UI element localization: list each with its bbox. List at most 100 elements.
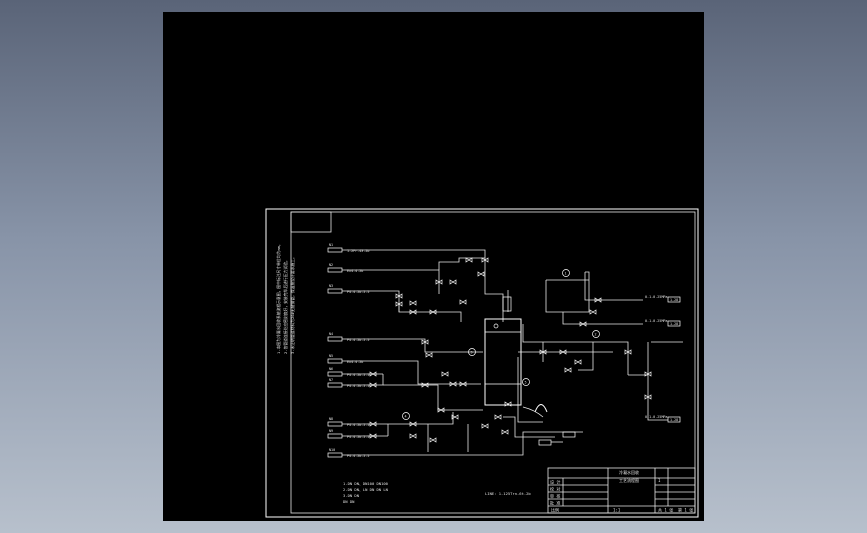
valve-icon (477, 271, 485, 277)
source-2: N2 Ex4-4.2b (327, 263, 363, 273)
valve-icon (481, 423, 489, 429)
valve-icon (421, 339, 429, 345)
valve-icon (409, 433, 417, 439)
tb-project: 冷凝水回收 (619, 469, 639, 475)
valve-icon (594, 297, 602, 303)
valve-icon (449, 279, 457, 285)
svg-text:5: 5 (525, 381, 527, 385)
svg-text:比例: 比例 (551, 507, 559, 513)
outlet-1: 1.28 0.1-0.25MPa (645, 295, 681, 303)
side-note-1: 1.本图为冷凝水回收系统流程示意图，图中标注尺寸单位均为mm。 (276, 242, 281, 354)
valve-icon (369, 382, 377, 388)
svg-text:4: 4 (405, 415, 407, 419)
equipment-tags: 1 2 3 4 5 (402, 269, 600, 420)
svg-text:N8: N8 (329, 417, 333, 421)
valve-icon (564, 367, 572, 373)
source-7: N7 P4-4.2b-2.5 (327, 378, 369, 388)
side-notes: 1.本图为冷凝水回收系统流程示意图，图中标注尺寸单位均为mm。 2.各管道连接处… (276, 242, 295, 354)
title-block: 冷凝水回收 工艺流程图 设 计 校 对 审 核 批 准 1 比例 1:1 共 1… (547, 467, 696, 514)
valve-icon (459, 299, 467, 305)
svg-text:Ex4-4.2b: Ex4-4.2b (347, 360, 363, 364)
valve-icon (395, 293, 403, 299)
corner-stamp-box (290, 211, 332, 233)
valve-icon (559, 349, 567, 355)
bottom-note-4: DN DN (343, 499, 355, 504)
valve-icon (451, 414, 459, 420)
valve-icon (624, 349, 632, 355)
valve-icon (441, 371, 449, 377)
valve-icon (644, 371, 652, 377)
center-note: LINE: 1-125Trn-6t-2b (485, 491, 531, 496)
valve-icon (501, 429, 509, 435)
valve-icon (465, 257, 473, 263)
outlet-3: 1.28 0.1-0.25MPa (645, 415, 681, 423)
valve-icon (409, 421, 417, 427)
valve-icon (369, 421, 377, 427)
svg-text:1-2Fr-43.2b: 1-2Fr-43.2b (347, 249, 369, 253)
bottom-note-1: 1.DN DN、DN100 DN100 (343, 481, 389, 486)
valve-icon (481, 257, 489, 263)
svg-text:0.1-0.25MPa: 0.1-0.25MPa (645, 415, 667, 419)
svg-text:N5: N5 (329, 354, 333, 358)
svg-text:Ex4-4.2b: Ex4-4.2b (347, 269, 363, 273)
side-note-3: 3.未注明管道材料为20#无缝钢管，保温按设计要求施工。 (290, 255, 295, 354)
svg-text:P4-4.2b-2.5: P4-4.2b-2.5 (347, 373, 369, 377)
svg-text:N10: N10 (329, 448, 335, 452)
svg-text:3: 3 (471, 351, 473, 355)
svg-text:P4-4.2b-2.5: P4-4.2b-2.5 (347, 454, 369, 458)
valve-icon (589, 309, 597, 315)
svg-text:2: 2 (595, 333, 597, 337)
tb-sheet: 1 (658, 478, 661, 483)
valve-icon (369, 371, 377, 377)
svg-text:N6: N6 (329, 367, 333, 371)
tb-drawing: 工艺流程图 (619, 477, 639, 483)
valve-icon (435, 279, 443, 285)
outlet-2: 1.28 0.1-0.25MPa (645, 319, 681, 327)
process-flow-diagram: 1.本图为冷凝水回收系统流程示意图，图中标注尺寸单位均为mm。 2.各管道连接处… (265, 208, 699, 518)
valve-icon (449, 381, 457, 387)
svg-text:P4-4.2b-2.5: P4-4.2b-2.5 (347, 338, 369, 342)
vessel-1 (484, 296, 522, 406)
svg-text:1.28: 1.28 (670, 298, 678, 302)
svg-text:P4-4.2b-2.5: P4-4.2b-2.5 (347, 384, 369, 388)
source-8: N8 P4-4.2b-2.5 (327, 417, 369, 427)
svg-text:1:1: 1:1 (613, 508, 621, 513)
source-3: N3 P4-4.2b-2.5 (327, 284, 369, 294)
side-note-2: 2.各管道连接处应密封良好，安装完毕后进行压力试验。 (283, 258, 288, 354)
svg-text:第 1 张: 第 1 张 (678, 507, 693, 513)
svg-text:设 计: 设 计 (550, 479, 560, 485)
valve-icon (425, 352, 433, 358)
svg-text:N4: N4 (329, 332, 333, 336)
valve-icon (429, 309, 437, 315)
svg-text:校 对: 校 对 (550, 486, 560, 492)
valve-symbols (369, 257, 652, 443)
valve-icon (395, 301, 403, 307)
source-9: N9 P4-4.2b-2.5 (327, 429, 369, 439)
valve-icon (409, 300, 417, 306)
vessel-2 (522, 404, 548, 418)
valve-icon (459, 381, 467, 387)
pipelines (342, 249, 683, 456)
svg-text:N9: N9 (329, 429, 333, 433)
valve-icon (539, 349, 547, 355)
cad-viewport[interactable]: 1.本图为冷凝水回收系统流程示意图，图中标注尺寸单位均为mm。 2.各管道连接处… (163, 12, 704, 521)
source-4: N4 P4-4.2b-2.5 (327, 332, 369, 342)
sheet-outer-border (265, 208, 699, 518)
svg-text:共 1 张: 共 1 张 (658, 507, 673, 513)
outlet-list: 1.28 0.1-0.25MPa 1.28 0.1-0.25MPa 1.28 0… (645, 295, 681, 423)
svg-text:批 准: 批 准 (550, 500, 560, 506)
svg-text:P4-4.2b-2.5: P4-4.2b-2.5 (347, 290, 369, 294)
mid-tags (538, 431, 576, 446)
source-list: N1 1-2Fr-43.2b N2 Ex4-4.2b N3 P4-4.2b-2.… (327, 243, 369, 458)
valve-icon (409, 309, 417, 315)
svg-text:1: 1 (565, 272, 567, 276)
sheet-inner-border (290, 211, 696, 514)
bottom-note-2: 2.DN DN、LN DN DN LN (343, 487, 389, 492)
svg-text:1.28: 1.28 (670, 418, 678, 422)
valve-icon (504, 401, 512, 407)
valve-icon (421, 382, 429, 388)
svg-text:N1: N1 (329, 243, 333, 247)
svg-text:0.1-0.25MPa: 0.1-0.25MPa (645, 295, 667, 299)
source-1: N1 1-2Fr-43.2b (327, 243, 369, 253)
valve-icon (644, 394, 652, 400)
